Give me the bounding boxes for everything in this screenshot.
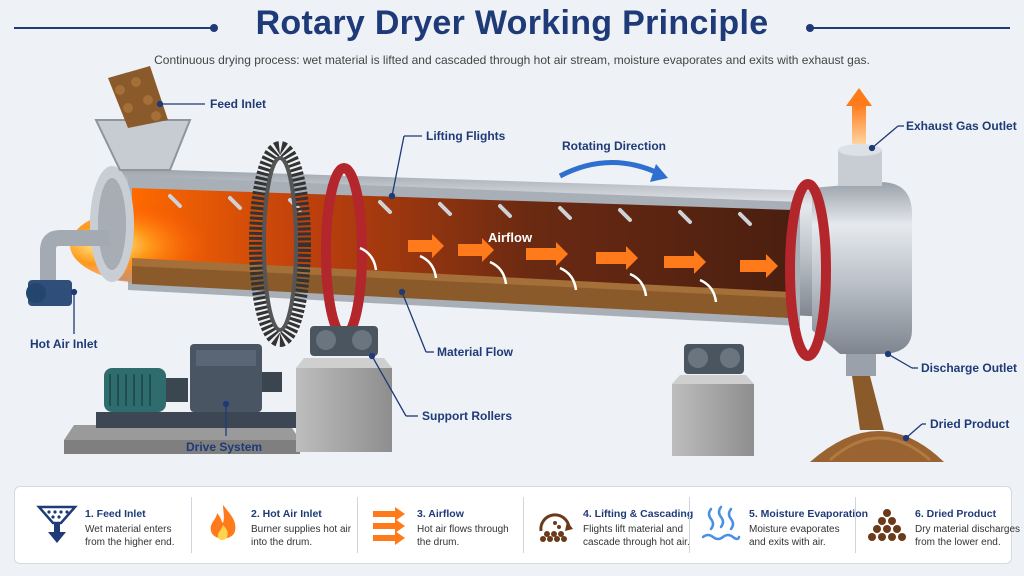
diagram-title: Rotary Dryer Working Principle (255, 4, 769, 42)
cascading-material-curves (359, 246, 718, 303)
support-rollers-left (310, 326, 378, 356)
drive-motor (96, 368, 296, 428)
exhaust-arrow (846, 88, 872, 144)
step-1-title: 1. Feed Inlet (85, 508, 146, 520)
step-2-title: 2. Hot Air Inlet (251, 508, 322, 520)
rotating-direction-arrow (558, 160, 668, 182)
step-3-desc: Hot air flows through the drum. (417, 524, 509, 548)
callout-feed-inlet: Feed Inlet (210, 97, 267, 111)
label-airflow: Airflow (488, 230, 533, 245)
step-3-title: 3. Airflow (417, 508, 464, 520)
dried-product-pile (810, 431, 944, 462)
steam-icon (701, 505, 741, 541)
callout-lifting-flights: Lifting Flights (426, 129, 506, 143)
flame-icon (210, 505, 236, 540)
feed-end-cap (90, 166, 134, 282)
callout-exhaust-gas-outlet: Exhaust Gas Outlet (906, 119, 1017, 133)
step-divider (855, 497, 856, 553)
drum-cutaway-interior (70, 188, 792, 318)
callout-material-flow: Material Flow (437, 345, 514, 359)
process-steps-panel: 1. Feed Inlet Wet material enters from t… (14, 486, 1020, 564)
step-6-desc: Dry material discharges from the lower e… (915, 524, 1021, 548)
step-moisture-evaporation: 5. Moisture Evaporation Moisture evapora… (693, 487, 868, 563)
callout-drive-system: Drive System (186, 440, 263, 454)
discharge-hood (812, 144, 912, 376)
title-dot-right (806, 24, 814, 32)
callout-discharge-outlet: Discharge Outlet (921, 361, 1018, 375)
step-5-title: 5. Moisture Evaporation (749, 508, 869, 520)
girth-gear (249, 141, 311, 347)
feed-hopper (94, 66, 192, 171)
step-6-title: 6. Dried Product (915, 508, 997, 520)
concrete-base-front (64, 425, 300, 454)
title-rule-right (810, 27, 1010, 29)
callout-dried-product: Dried Product (930, 417, 1010, 431)
step-divider (191, 497, 192, 553)
concrete-pier-right (672, 375, 754, 456)
airflow-arrows (408, 234, 778, 278)
step-hot-air-inlet: 2. Hot Air Inlet Burner supplies hot air… (195, 487, 355, 563)
support-rollers-right (684, 344, 744, 374)
step-divider (357, 497, 358, 553)
callout-leader-lines (70, 100, 926, 442)
callout-hot-air-inlet: Hot Air Inlet (30, 337, 98, 351)
step-lifting-cascading: 4. Lifting & Cascading Flights lift mate… (527, 487, 693, 563)
title-dot-left (210, 24, 218, 32)
gearbox (190, 344, 282, 412)
step-2-desc: Burner supplies hot air into the drum. (251, 524, 352, 548)
step-divider (523, 497, 524, 553)
step-airflow: 3. Airflow Hot air flows through the dru… (361, 487, 521, 563)
riding-ring-right (785, 179, 831, 361)
step-5-desc: Moisture evaporates and exits with air. (749, 524, 840, 548)
step-4-title: 4. Lifting & Cascading (583, 508, 694, 520)
callout-rotating-direction: Rotating Direction (562, 139, 666, 153)
funnel-arrow-icon (36, 505, 78, 543)
concrete-pier-left (296, 358, 392, 452)
title-rule-left (14, 27, 214, 29)
airflow-arrows-icon (373, 507, 405, 545)
step-4-desc: Flights lift material and cascade throug… (583, 524, 690, 548)
granule-pile-icon (868, 509, 906, 541)
rotary-dryer-illustration (26, 66, 944, 462)
step-divider (689, 497, 690, 553)
diagram-subtitle: Continuous drying process: wet material … (154, 53, 870, 67)
hot-air-inlet-pipe (26, 230, 110, 306)
callout-support-rollers: Support Rollers (422, 409, 513, 423)
step-1-desc: Wet material enters from the higher end. (85, 524, 175, 548)
cascade-icon (539, 513, 573, 542)
step-feed-inlet: 1. Feed Inlet Wet material enters from t… (29, 487, 189, 563)
step-dried-product: 6. Dried Product Dry material discharges… (859, 487, 1020, 563)
discharge-stream (852, 376, 884, 430)
